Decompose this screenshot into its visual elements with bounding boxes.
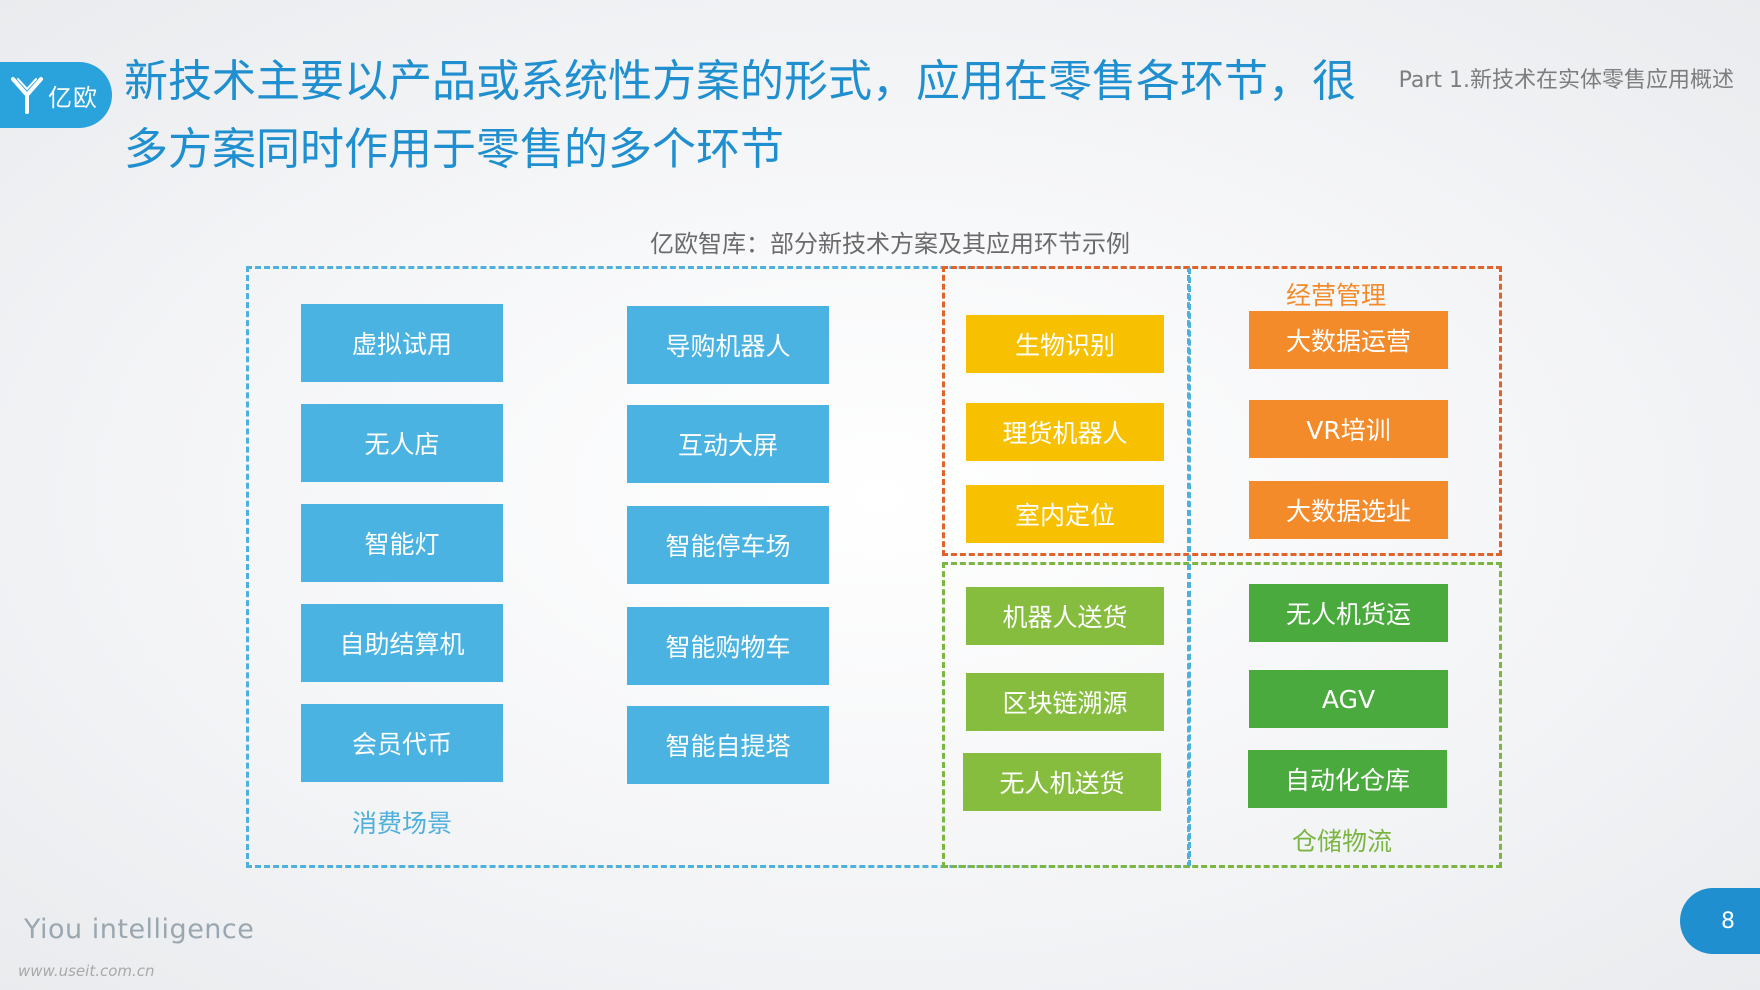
tech-tile-member-token: 会员代币 bbox=[301, 704, 503, 782]
footer-brand: Yiou intelligence bbox=[24, 914, 255, 945]
tech-tile-stocking-robot: 理货机器人 bbox=[966, 403, 1164, 461]
tech-tile-pickup-tower: 智能自提塔 bbox=[627, 706, 829, 784]
tech-tile-smart-light: 智能灯 bbox=[301, 504, 503, 582]
tech-tile-vr-training: VR培训 bbox=[1249, 400, 1448, 458]
tech-tile-drone-delivery: 无人机送货 bbox=[963, 753, 1161, 811]
tech-tile-virtual-try-on: 虚拟试用 bbox=[301, 304, 503, 382]
tech-tile-self-checkout: 自助结算机 bbox=[301, 604, 503, 682]
tech-tile-automated-warehouse: 自动化仓库 bbox=[1248, 750, 1447, 808]
tech-tile-big-data-ops: 大数据运营 bbox=[1249, 311, 1448, 369]
tech-tile-blockchain-traceability: 区块链溯源 bbox=[966, 673, 1164, 731]
operations-frame bbox=[942, 266, 1502, 556]
page-title-line-1: 新技术主要以产品或系统性方案的形式，应用在零售各环节，很 bbox=[124, 56, 1356, 107]
tech-tile-biometrics: 生物识别 bbox=[966, 315, 1164, 373]
operations-label: 经营管理 bbox=[1285, 281, 1386, 310]
tech-tile-interactive-screen: 互动大屏 bbox=[627, 405, 829, 483]
logo-text: 亿欧 bbox=[48, 83, 98, 112]
consumer-frame-divider bbox=[1188, 268, 1191, 866]
tech-tile-smart-parking: 智能停车场 bbox=[627, 506, 829, 584]
logistics-label: 仓储物流 bbox=[1291, 827, 1392, 856]
page-number-badge: 8 bbox=[1680, 888, 1760, 954]
diagram-caption: 亿欧智库：部分新技术方案及其应用环节示例 bbox=[650, 230, 1130, 258]
tech-tile-drone-freight: 无人机货运 bbox=[1249, 584, 1448, 642]
page-title-line-2: 多方案同时作用于零售的多个环节 bbox=[124, 124, 784, 175]
tech-tile-guide-robot: 导购机器人 bbox=[627, 306, 829, 384]
tech-tile-big-data-site-selection: 大数据选址 bbox=[1249, 481, 1448, 539]
logistics-frame bbox=[942, 562, 1502, 868]
yiou-logo-icon bbox=[11, 77, 43, 114]
tech-tile-robot-delivery: 机器人送货 bbox=[966, 587, 1164, 645]
tech-tile-smart-cart: 智能购物车 bbox=[627, 607, 829, 685]
tech-tile-indoor-positioning: 室内定位 bbox=[966, 485, 1164, 543]
section-label: Part 1.新技术在实体零售应用概述 bbox=[1398, 68, 1734, 93]
page-title: 新技术主要以产品或系统性方案的形式，应用在零售各环节，很 多方案同时作用于零售的… bbox=[124, 48, 1374, 184]
footer-url: www.useit.com.cn bbox=[18, 962, 155, 980]
logo: 亿欧 bbox=[0, 62, 112, 128]
tech-tile-agv: AGV bbox=[1249, 670, 1448, 728]
tech-tile-unmanned-store: 无人店 bbox=[301, 404, 503, 482]
consumer-scene-label: 消费场景 bbox=[351, 809, 452, 838]
